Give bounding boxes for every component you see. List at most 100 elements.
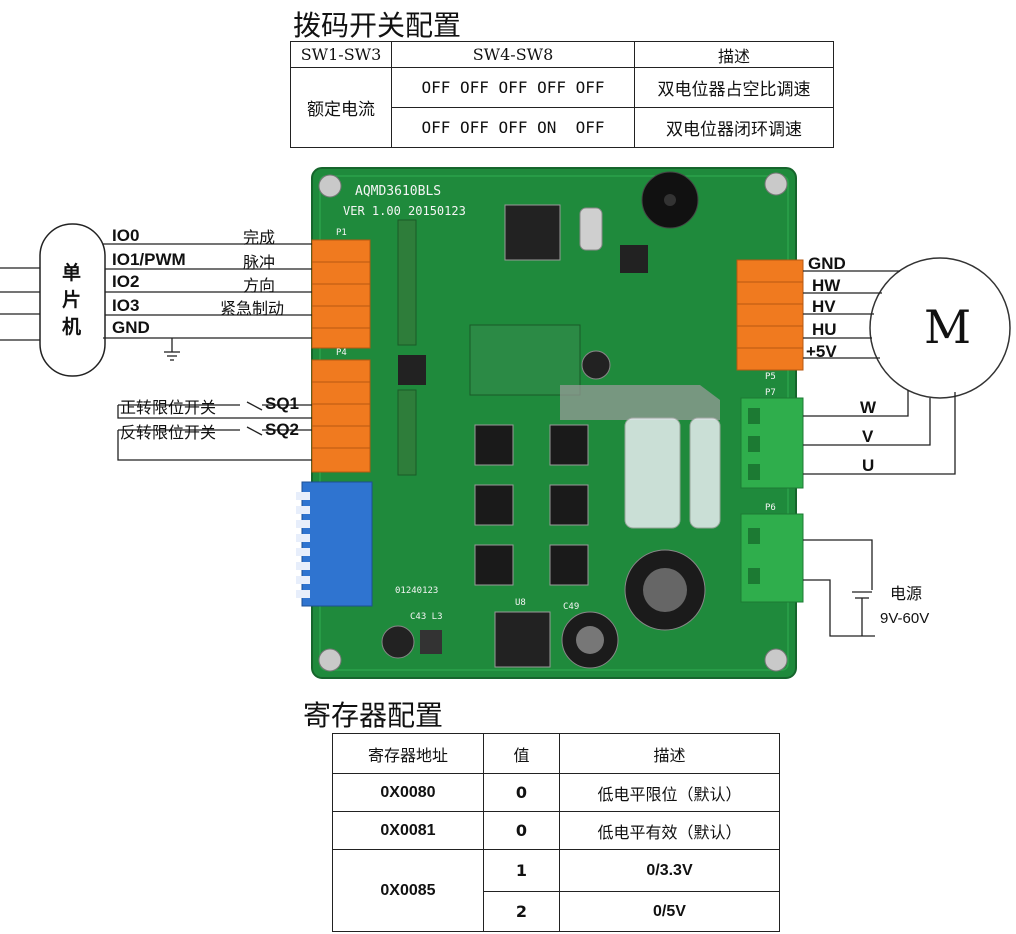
terminal-p1	[311, 239, 371, 349]
mcu-left-lines	[0, 267, 40, 341]
fuse-2	[689, 417, 721, 529]
terminal-ridges	[312, 261, 803, 449]
phase-w: W	[860, 398, 877, 417]
dip-header-desc: 描述	[634, 41, 834, 68]
reg-row-1-addr: 0X0080	[332, 773, 484, 812]
mcu-block	[39, 223, 106, 377]
reg-row-2-value: 0	[483, 811, 560, 850]
dip-title: 拨码开关配置	[293, 9, 462, 42]
register-table: 寄存器地址 值 描述 0X0080 0 低电平限位（默认） 0X0081 0 低…	[332, 733, 780, 932]
board-label-c43: C43 L3	[410, 612, 443, 622]
resistor-array-1	[397, 219, 417, 346]
board-label-p5: P5	[765, 372, 776, 382]
func-pulse: 脉冲	[243, 253, 276, 272]
hall-pin-gnd: GND	[808, 254, 846, 273]
power-label: 电源	[890, 584, 923, 603]
dip-table: SW1-SW3 SW4-SW8 描述 额定电流 OFF OFF OFF OFF …	[290, 41, 834, 148]
motor-circle	[869, 257, 1011, 399]
reg-row-1-desc: 低电平限位（默认）	[559, 773, 780, 812]
dip-row-1-states: OFF OFF OFF OFF OFF	[391, 67, 635, 108]
reg-row-3-addr: 0X0085	[332, 849, 484, 932]
resistor-array-2	[397, 389, 417, 476]
mcu-label-2: 片	[62, 289, 82, 311]
board-version: VER 1.00 20150123	[343, 204, 466, 218]
terminal-p4	[311, 359, 371, 473]
chip-u8	[494, 611, 551, 668]
reg-row-4-desc: 0/5V	[559, 891, 780, 932]
mcu-chip	[504, 204, 561, 261]
reg-header-addr: 寄存器地址	[332, 733, 484, 774]
hall-pin-hv: HV	[812, 297, 836, 316]
cap-c49-top	[576, 626, 604, 654]
copper-bar	[560, 385, 720, 420]
dip-row-1-desc: 双电位器占空比调速	[634, 67, 834, 108]
limit-switch-wires	[117, 401, 312, 461]
board-label-c49: C49	[563, 602, 580, 612]
hall-pin-hw: HW	[812, 276, 841, 295]
dip-header-sw1-3: SW1-SW3	[290, 41, 392, 68]
crystal	[579, 207, 603, 251]
dip-row-2-desc: 双电位器闭环调速	[634, 107, 834, 148]
mosfet-group	[474, 424, 589, 586]
mcu-pin-io0: IO0	[112, 226, 140, 245]
diode-bank	[469, 324, 581, 396]
power-range: 9V-60V	[880, 610, 930, 627]
func-emergency-brake: 紧急制动	[220, 299, 285, 318]
dip-switch-keys	[296, 492, 310, 598]
mcu-wires	[103, 243, 312, 361]
dip-row-label: 额定电流	[290, 67, 392, 148]
phase-v: V	[862, 427, 874, 446]
reg-row-2-addr: 0X0081	[332, 811, 484, 850]
limit-reverse-label: 反转限位开关	[120, 423, 217, 442]
reg-row-3-desc: 0/3.3V	[559, 849, 780, 892]
chip-u3	[398, 355, 426, 385]
mount-hole-tr	[764, 172, 788, 196]
mcu-label-1: 单	[62, 262, 82, 284]
board-serial: 01240123	[395, 586, 439, 596]
motor-label: M	[924, 300, 972, 354]
buzzer-center	[664, 194, 676, 206]
mcu-label-3: 机	[62, 316, 82, 338]
mount-hole-bl	[318, 648, 342, 672]
terminal-green-screws	[748, 408, 760, 584]
wiring-svg	[0, 167, 1011, 679]
inductor-l3	[420, 630, 442, 654]
func-direction: 方向	[243, 276, 276, 295]
reg-row-3-value: 1	[483, 849, 560, 892]
limit-sq2: SQ2	[265, 420, 300, 439]
phase-u: U	[862, 456, 875, 475]
cap-c52	[581, 350, 611, 380]
board-label-p6: P6	[765, 503, 776, 513]
fuse-1	[624, 417, 681, 529]
func-done: 完成	[243, 228, 276, 247]
limit-sq1: SQ1	[265, 394, 300, 413]
board-model: AQMD3610BLS	[355, 184, 442, 199]
reg-row-4-value: 2	[483, 891, 560, 932]
reg-header-desc: 描述	[559, 733, 780, 774]
regulator-u9	[620, 245, 648, 273]
reg-row-2-desc: 低电平有效（默认）	[559, 811, 780, 850]
motor-wires	[803, 270, 956, 637]
hall-pin-5v: +5V	[806, 342, 837, 361]
board-label-p7: P7	[765, 388, 776, 398]
cap-c43	[381, 625, 415, 659]
mcu-pin-io2: IO2	[112, 272, 140, 291]
mcu-pin-io3: IO3	[112, 296, 140, 315]
reg-header-value: 值	[483, 733, 560, 774]
board-label-p4: P4	[336, 348, 347, 358]
limit-forward-label: 正转限位开关	[120, 398, 217, 417]
terminal-p5	[736, 259, 804, 371]
register-title: 寄存器配置	[303, 699, 444, 732]
board-label-p1: P1	[336, 228, 347, 238]
mcu-pin-io1: IO1/PWM	[112, 250, 186, 269]
mount-hole-br	[764, 648, 788, 672]
dip-switch	[301, 481, 373, 607]
cap-large-top	[643, 568, 687, 612]
reg-row-1-value: 0	[483, 773, 560, 812]
mount-hole-tl	[318, 174, 342, 198]
terminal-p6	[740, 513, 804, 603]
board-label-u8: U8	[515, 598, 526, 608]
mcu-pin-gnd: GND	[112, 318, 150, 337]
dip-row-2-states: OFF OFF OFF ON OFF	[391, 107, 635, 148]
